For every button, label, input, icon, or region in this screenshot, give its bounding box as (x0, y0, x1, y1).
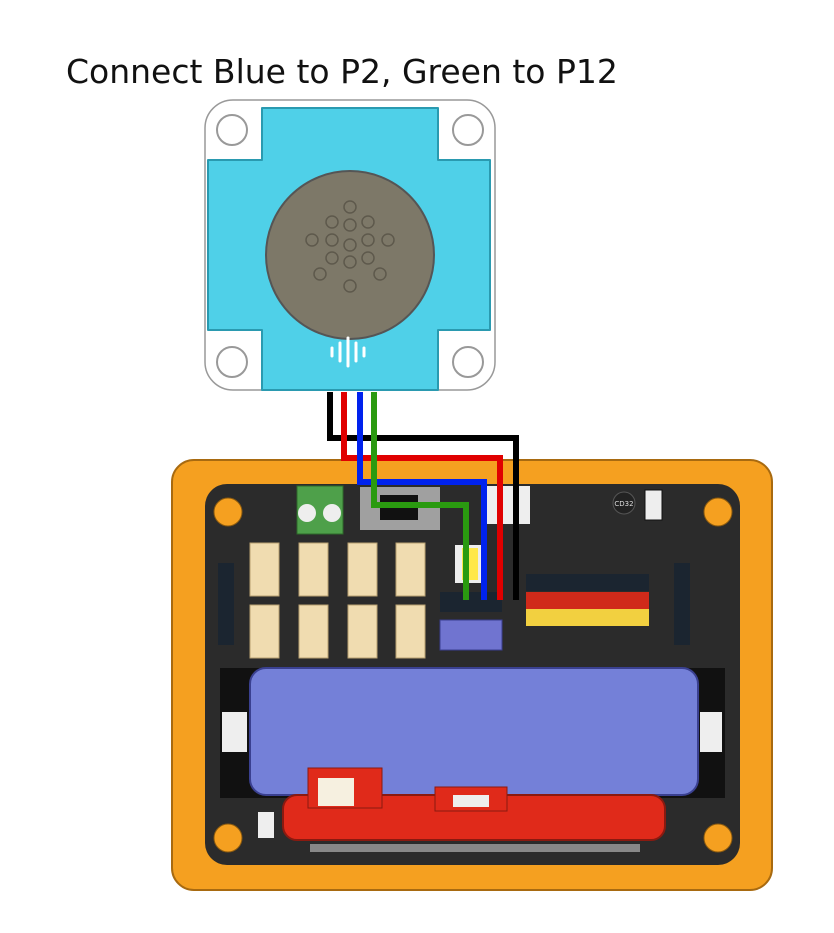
sensor-header (440, 592, 502, 612)
speaker-grille (305, 200, 395, 293)
buzzer (612, 491, 636, 515)
wire-black (327, 392, 519, 600)
reset-button[interactable] (258, 812, 274, 838)
wire-green (371, 392, 469, 600)
gnd-pins (526, 574, 649, 591)
wires (327, 392, 519, 600)
usb-port (483, 486, 530, 524)
i2c-port (439, 619, 503, 651)
signal-pins (526, 609, 649, 626)
buzzer-label: CD32 (614, 500, 633, 508)
grove-ports[interactable] (249, 542, 426, 659)
sound-icon (330, 336, 366, 368)
instruction-title: Connect Blue to P2, Green to P12 (66, 52, 618, 91)
sound-sensor-module (204, 99, 496, 391)
wire-blue (357, 392, 487, 600)
vcc-pins (526, 592, 649, 609)
wire-red (341, 392, 503, 600)
expansion-board: CD32 (171, 459, 773, 891)
